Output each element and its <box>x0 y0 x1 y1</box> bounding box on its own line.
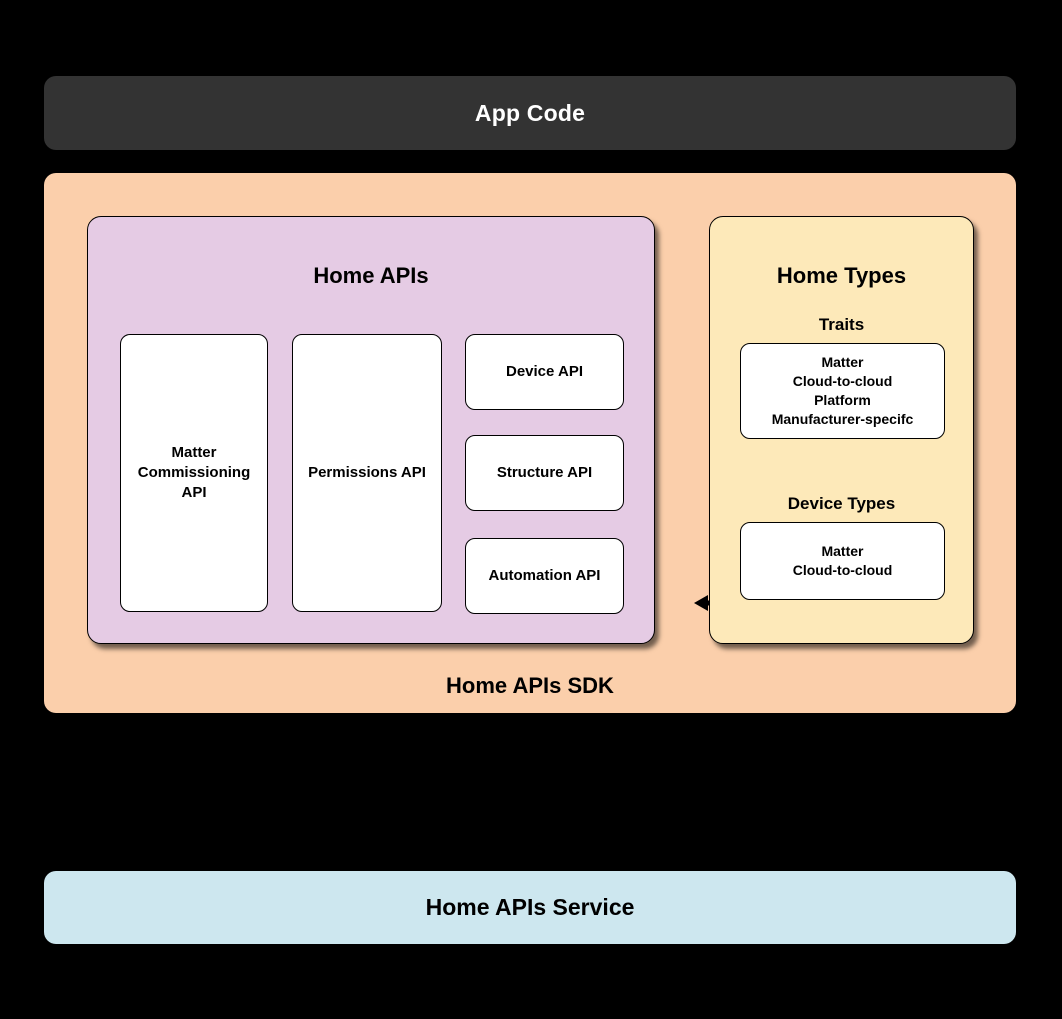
home-apis-sdk-container: Home APIs Matter Commissioning API Permi… <box>44 173 1016 713</box>
card-device-types-label: Matter Cloud-to-cloud <box>792 543 893 578</box>
card-traits-label: Matter Cloud-to-cloud Platform Manufactu… <box>771 354 914 427</box>
section-label-device-types: Device Types <box>787 494 896 513</box>
home-apis-service-label: Home APIs Service <box>425 894 635 920</box>
card-permissions-api: Permissions API <box>292 334 442 612</box>
card-automation-api: Automation API <box>465 538 624 614</box>
home-apis-sdk-label: Home APIs SDK <box>446 673 614 698</box>
home-apis-title: Home APIs <box>313 263 429 288</box>
home-types-panel: Home Types Traits Matter Cloud-to-cloud … <box>709 216 974 644</box>
card-automation-api-label: Automation API <box>488 566 601 584</box>
card-permissions-api-label: Permissions API <box>308 463 426 481</box>
card-device-types: Matter Cloud-to-cloud <box>740 522 945 600</box>
card-traits: Matter Cloud-to-cloud Platform Manufactu… <box>740 343 945 439</box>
card-matter-commissioning-api-label: Matter Commissioning API <box>137 443 251 502</box>
home-apis-service-banner: Home APIs Service <box>44 871 1016 944</box>
card-device-api: Device API <box>465 334 624 410</box>
card-matter-commissioning-api: Matter Commissioning API <box>120 334 268 612</box>
app-code-label: App Code <box>474 99 586 126</box>
card-structure-api: Structure API <box>465 435 624 511</box>
card-device-api-label: Device API <box>506 362 583 380</box>
section-label-traits: Traits <box>818 315 865 334</box>
home-types-title: Home Types <box>776 263 907 288</box>
card-structure-api-label: Structure API <box>496 463 593 481</box>
app-code-banner: App Code <box>44 76 1016 150</box>
home-apis-panel: Home APIs Matter Commissioning API Permi… <box>87 216 655 644</box>
